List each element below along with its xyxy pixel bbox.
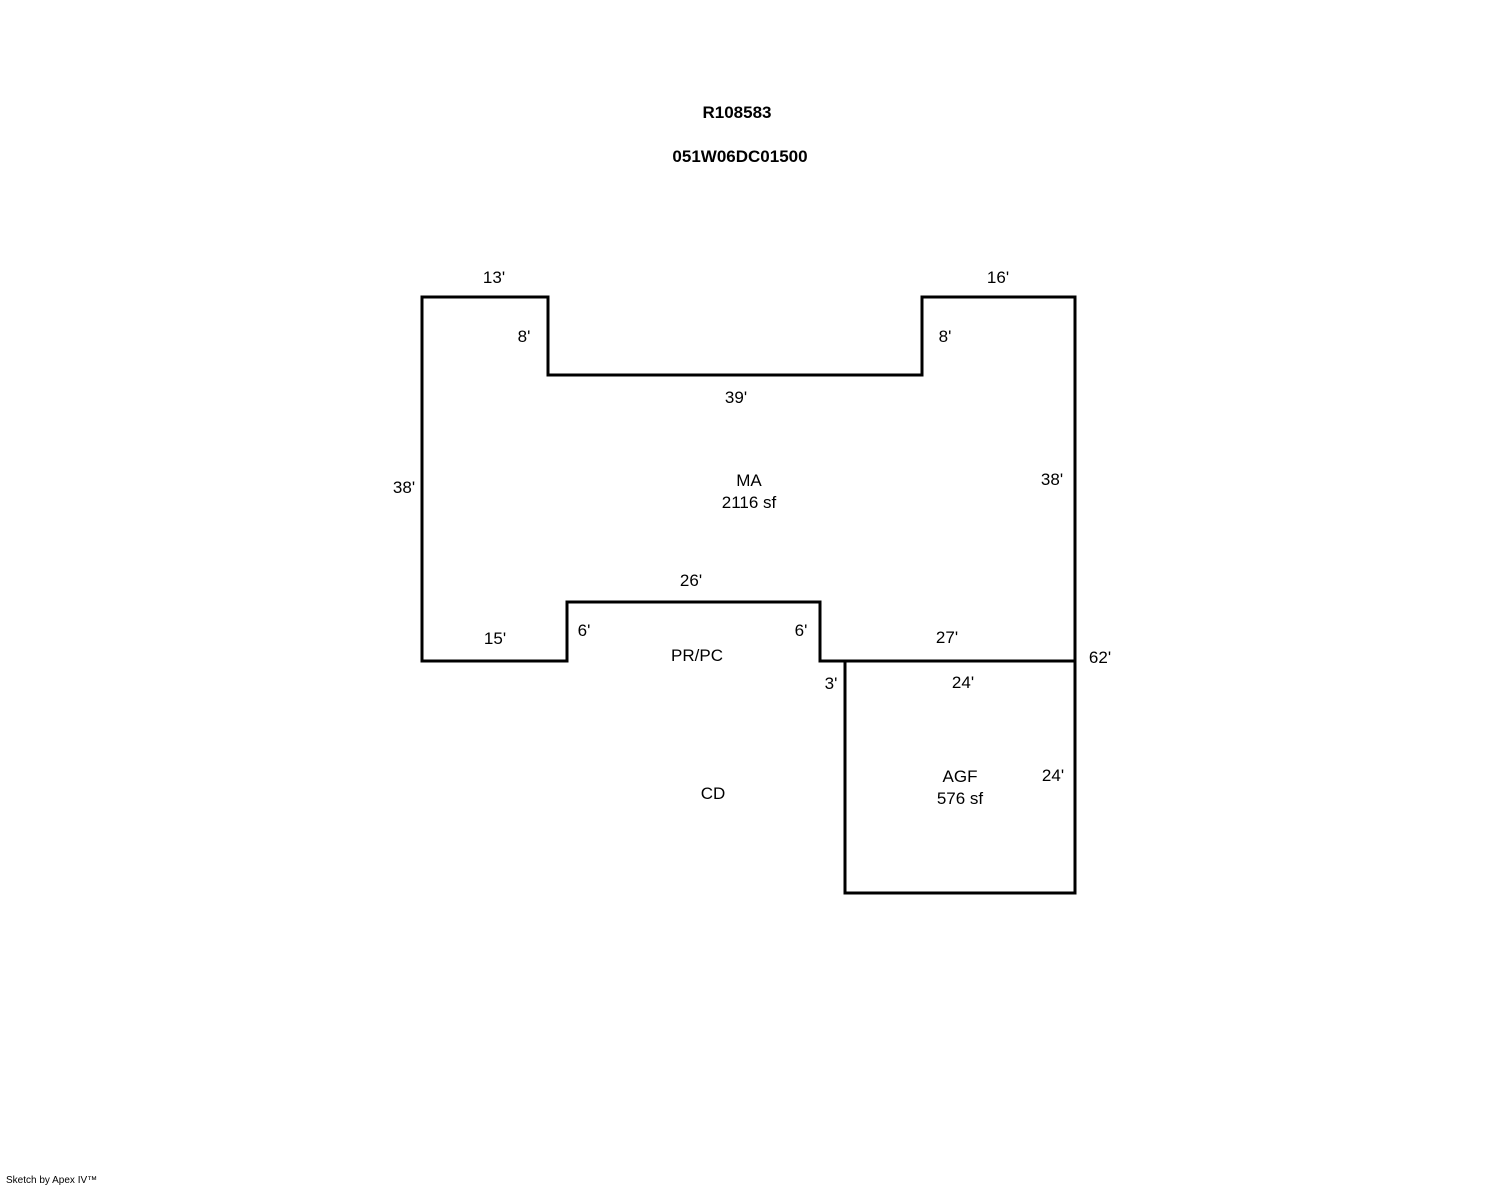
area-size-ma: 2116 sf <box>721 493 777 512</box>
area-code-ma: MA <box>736 471 762 490</box>
dim-ma-top-notch-bottom: 39' <box>724 388 748 407</box>
area-label-prpc: PR/PC <box>671 645 723 667</box>
parcel-id: 051W06DC01500 <box>672 147 808 166</box>
apex-credit: Sketch by Apex IV™ <box>6 1175 98 1186</box>
dim-agf-right: 24' <box>1041 766 1065 785</box>
dim-agf-top: 24' <box>951 673 975 692</box>
dim-right-side-total: 62' <box>1088 648 1112 667</box>
agf-outline <box>843 659 1077 895</box>
area-label-cd: CD <box>701 783 726 805</box>
dim-prpc-top: 26' <box>679 571 703 590</box>
dim-ma-left-tower-inner: 8' <box>517 327 531 346</box>
dim-prpc-left: 6' <box>577 621 591 640</box>
dim-ma-bottom-left: 15' <box>483 629 507 648</box>
dim-ma-top-left: 13' <box>482 268 506 287</box>
area-code-prpc: PR/PC <box>671 646 723 665</box>
area-label-agf: AGF 576 sf <box>937 766 983 810</box>
area-size-agf: 576 sf <box>936 789 984 808</box>
dim-ma-right-side: 38' <box>1040 470 1064 489</box>
area-code-agf: AGF <box>942 767 978 786</box>
dim-prpc-right: 6' <box>794 621 808 640</box>
dim-ma-top-right: 16' <box>986 268 1010 287</box>
record-id: R108583 <box>702 103 772 122</box>
dim-ma-left-side: 38' <box>392 478 416 497</box>
dim-ma-right-tower-inner: 8' <box>938 327 952 346</box>
dim-ma-bottom-right: 27' <box>935 628 959 647</box>
dim-agf-left-offset: 3' <box>824 674 838 693</box>
area-label-ma: MA 2116 sf <box>722 470 777 514</box>
area-code-cd: CD <box>700 784 726 803</box>
